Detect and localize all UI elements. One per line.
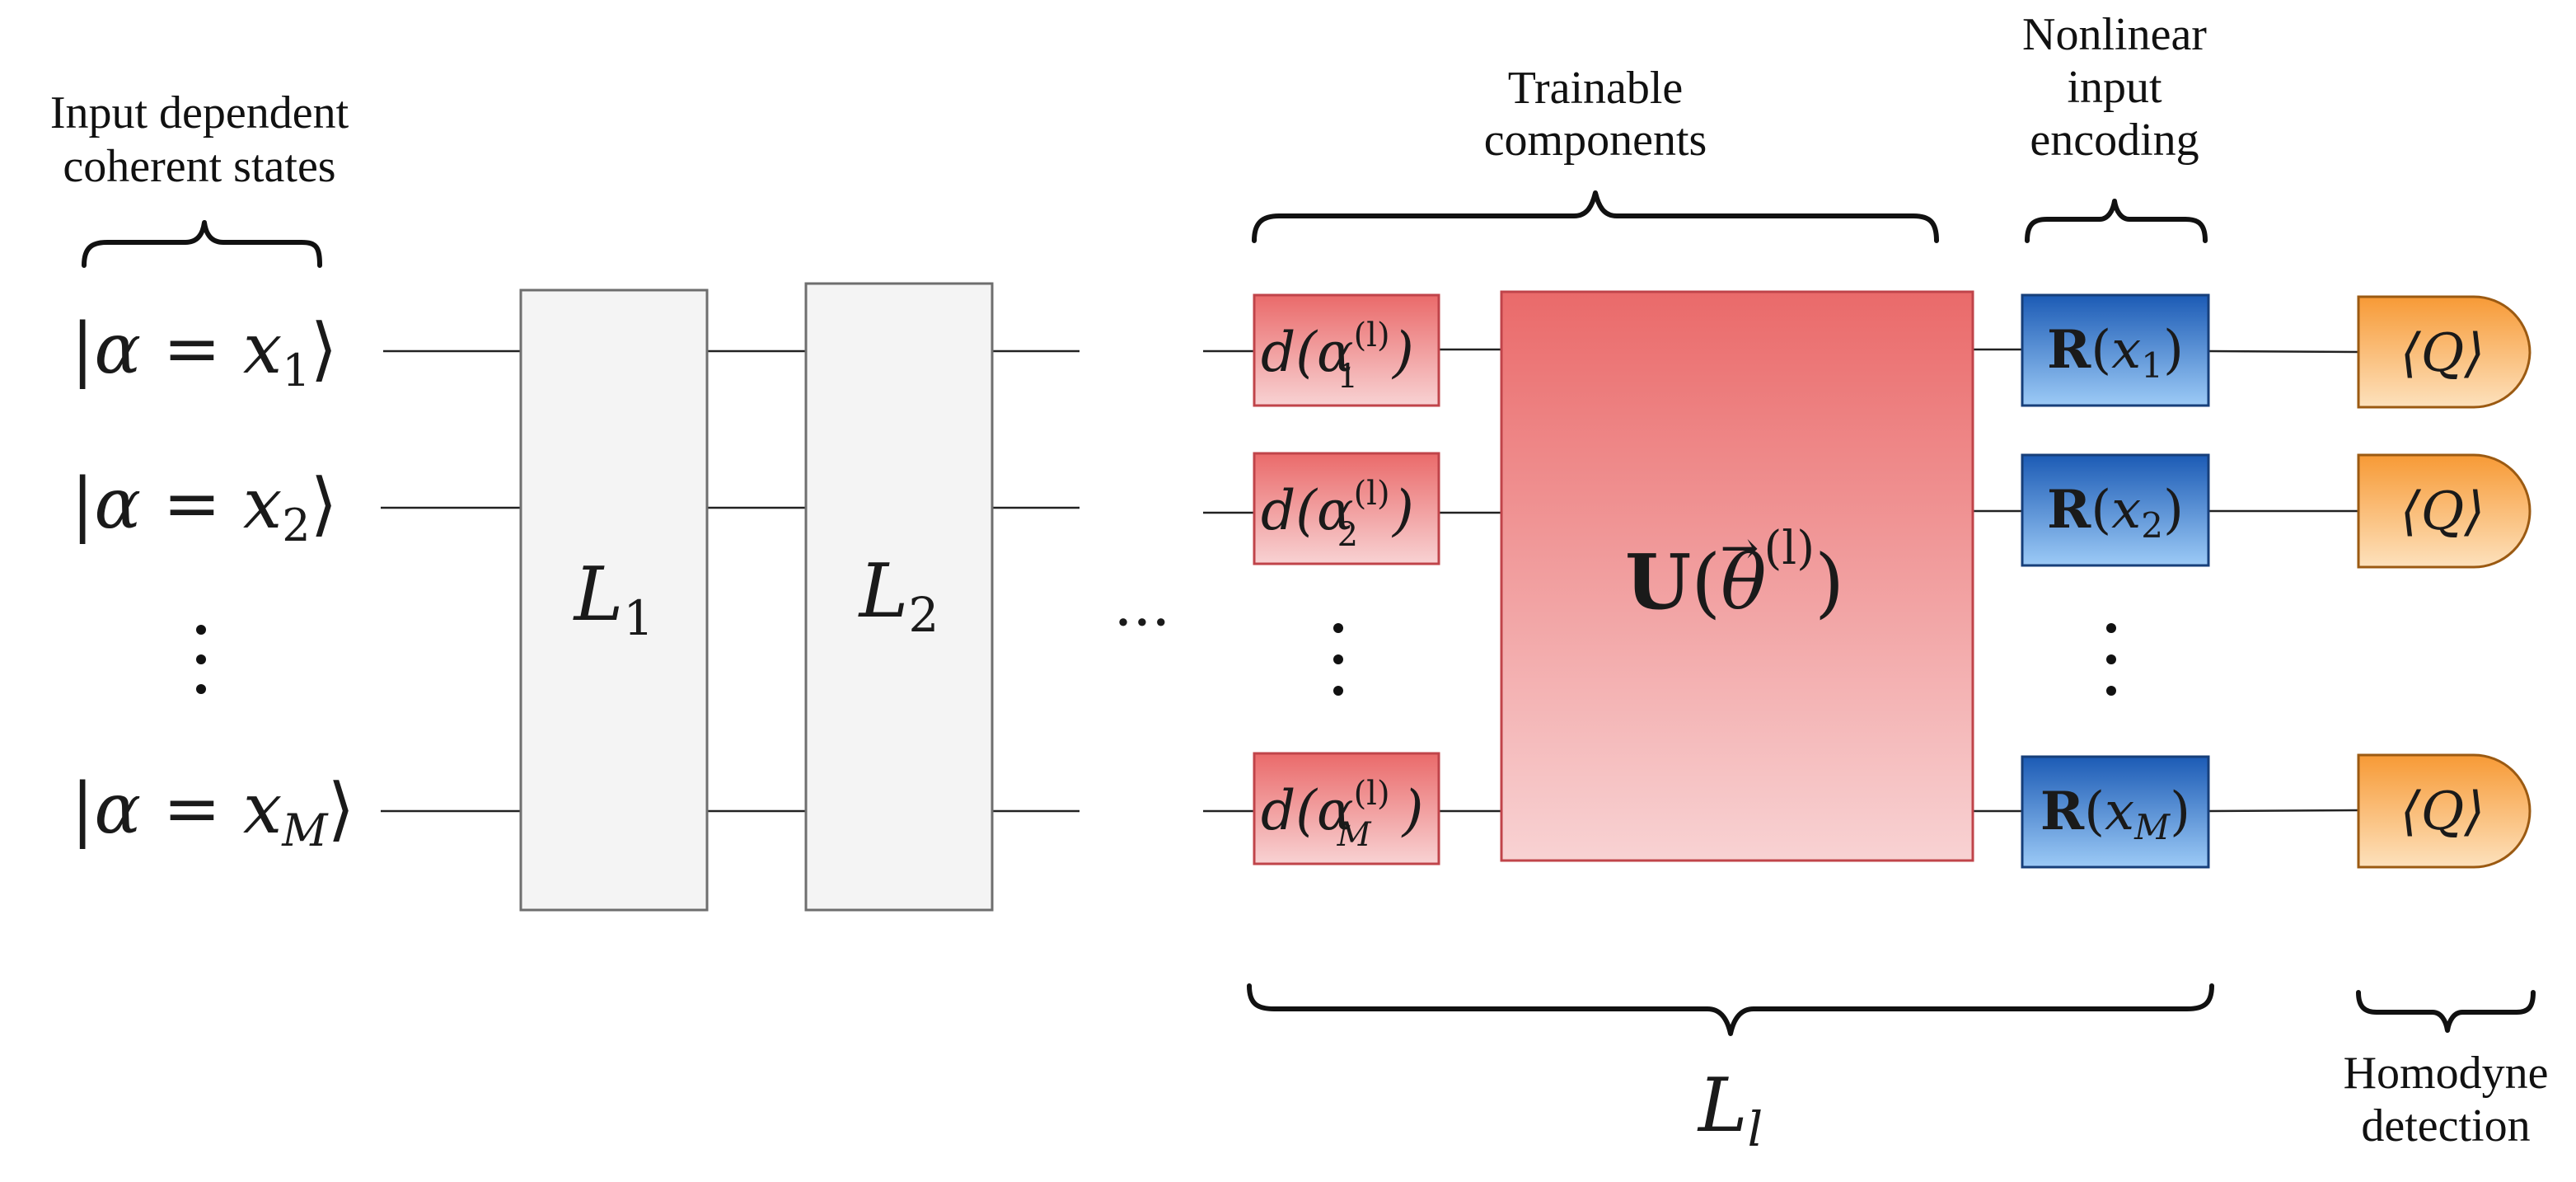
measurement-label-2: ⟨Q⟩	[2400, 481, 2485, 542]
measurement-label-1: ⟨Q⟩	[2400, 323, 2485, 384]
measurement-box-2	[2357, 453, 2532, 569]
nonlinear-gate-mode-m: R(xM)	[2021, 755, 2210, 869]
input-ket-mode-1: |α = x1⟩	[71, 308, 337, 396]
nonlinear-box-1	[2021, 293, 2210, 407]
measurement-mode-1: ⟨Q⟩	[2357, 295, 2532, 409]
wire-mode-m-r-q	[2208, 809, 2359, 813]
nonlinear-label-1: R(x1)	[2047, 319, 2184, 386]
caption-nonlinear-line-1: Nonlinear	[2022, 9, 2207, 60]
displacement-gates: d(α(l)1) d(α(l)2) d(α(l)M)	[1253, 293, 1440, 865]
displacement-box-1	[1253, 293, 1440, 407]
layer-2-label: L2	[858, 548, 939, 643]
unitary-box	[1500, 290, 1974, 862]
layer-2-box	[804, 282, 994, 912]
input-ket-mode-2: |α = x2⟩	[71, 463, 337, 551]
displacement-gate-mode-m: d(α(l)M)	[1253, 752, 1440, 865]
caption-inputs-line-1: Input dependent	[50, 87, 349, 138]
displacement-label-m: d(α(l)M)	[1261, 775, 1423, 854]
layer-1-label: L1	[573, 551, 654, 646]
input-vertical-ellipsis	[196, 625, 206, 694]
unitary-block: U(θ→(l))	[1500, 290, 1974, 862]
layer-2-block: L2	[804, 282, 994, 912]
measurement-label-m: ⟨Q⟩	[2400, 781, 2485, 842]
measurement-box-m	[2357, 753, 2532, 869]
layer-1-box	[519, 288, 709, 912]
nonlinear-label-m: R(xM)	[2040, 781, 2190, 847]
input-states: |α = x1⟩ |α = x2⟩ |α = xM⟩	[71, 308, 354, 856]
caption-trainable-line-1: Trainable	[1508, 63, 1684, 114]
brace-homodyne	[2356, 990, 2536, 1033]
caption-inputs-line-2: coherent states	[63, 141, 335, 192]
captions: Input dependent coherent states Trainabl…	[50, 9, 2549, 1152]
wires	[381, 348, 2359, 813]
caption-homodyne-line-1: Homodyne	[2344, 1048, 2549, 1099]
measurement-mode-2: ⟨Q⟩	[2357, 453, 2532, 569]
nonlinear-gate-mode-1: R(x1)	[2021, 293, 2210, 407]
nonlinear-label-2: R(x2)	[2047, 479, 2184, 546]
wire-mode-1-r-q	[2208, 349, 2359, 354]
nonlinear-box-m	[2021, 755, 2210, 869]
brace-nonlinear	[2025, 199, 2208, 243]
caption-nonlinear-line-2: input	[2067, 62, 2162, 113]
brace-inputs	[82, 220, 322, 268]
layers-ellipsis: ···	[1114, 588, 1171, 657]
displacement-box-m	[1253, 752, 1440, 865]
brace-trainable	[1252, 190, 1939, 243]
displacement-gate-mode-1: d(α(l)1)	[1253, 293, 1440, 407]
displacement-label-2: d(α(l)2)	[1261, 475, 1414, 554]
measurements: ⟨Q⟩ ⟨Q⟩ ⟨Q⟩	[2357, 295, 2532, 869]
braces	[82, 190, 2536, 1036]
displacement-vertical-ellipsis	[1333, 623, 1343, 696]
caption-trainable-line-2: components	[1484, 115, 1707, 166]
measurement-mode-m: ⟨Q⟩	[2357, 753, 2532, 869]
nonlinear-vertical-ellipsis	[2106, 623, 2116, 696]
brace-layer-l	[1247, 983, 2214, 1036]
displacement-box-2	[1253, 452, 1440, 565]
input-ket-mode-m: |α = xM⟩	[71, 768, 354, 856]
nonlinear-gate-mode-2: R(x2)	[2021, 453, 2210, 567]
displacement-gate-mode-2: d(α(l)2)	[1253, 452, 1440, 565]
displacement-label-1: d(α(l)1)	[1261, 317, 1414, 396]
nonlinear-box-2	[2021, 453, 2210, 567]
caption-homodyne-line-2: detection	[2361, 1100, 2530, 1152]
caption-nonlinear-line-3: encoding	[2030, 115, 2199, 166]
layer-l-label: Ll	[1697, 1062, 1763, 1157]
nonlinear-gates: R(x1) R(x2) R(xM)	[2021, 293, 2210, 869]
layer-1-block: L1	[519, 288, 709, 912]
measurement-box-1	[2357, 295, 2532, 409]
unitary-label: U(θ→(l))	[1625, 522, 1844, 626]
